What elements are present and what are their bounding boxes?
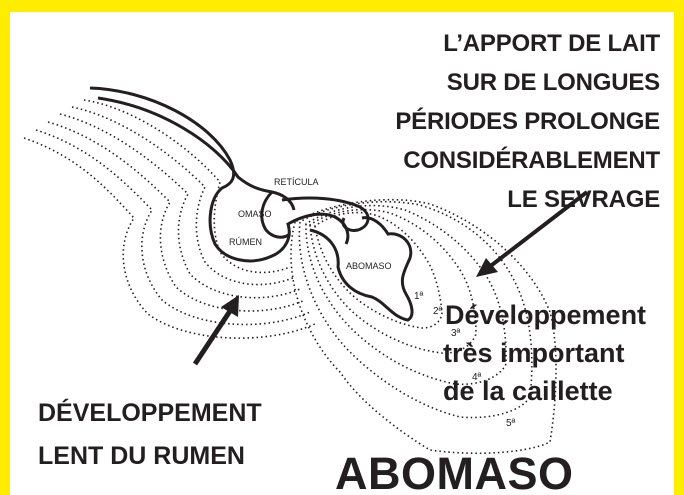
callout-abomasum-line: très important — [443, 338, 625, 368]
rumen-outline — [89, 86, 350, 263]
arrow-to-abomasum — [476, 190, 589, 277]
big-label: ABOMASO — [335, 448, 574, 495]
stage-label-5: 5ª — [506, 418, 516, 429]
headline-line: LE SEVRAGE — [507, 186, 660, 213]
callout-rumen-line: LENT DU RUMEN — [38, 442, 245, 470]
stage-label-2: 2ª — [433, 306, 443, 317]
stomach-diagram: RETÍCULA OMASO RÚMEN ABOMASO 1ª 2ª 3ª 4ª… — [23, 86, 589, 455]
omasum-outline — [260, 190, 291, 239]
growth-contour-3 — [305, 204, 507, 386]
growth-contour-1 — [314, 211, 443, 329]
headline-line: SUR DE LONGUES — [446, 69, 660, 96]
callout-abomasum-line: Développement — [445, 300, 647, 330]
stage-label-3: 3ª — [451, 328, 461, 339]
label-reticula: RETÍCULA — [274, 177, 319, 187]
callout-rumen-line: DÉVELOPPEMENT — [38, 399, 262, 427]
diagram-panel: RETÍCULA OMASO RÚMEN ABOMASO 1ª 2ª 3ª 4ª… — [10, 12, 674, 495]
label-rumen: RÚMEN — [229, 237, 262, 247]
label-omaso: OMASO — [238, 209, 272, 219]
headline-line: CONSIDÉRABLEMENT — [403, 147, 660, 174]
headline-line: L’APPORT DE LAIT — [443, 30, 660, 57]
label-abomaso-small: ABOMASO — [346, 261, 392, 271]
headline-line: PÉRIODES PROLONGE — [395, 108, 660, 135]
stage-label-1: 1ª — [414, 291, 424, 302]
growth-contours — [290, 198, 557, 455]
arrow-to-rumen — [192, 295, 239, 366]
headline: L’APPORT DE LAIT SUR DE LONGUES PÉRIODES… — [320, 24, 660, 219]
callout-abomasum: Développement très important de la caill… — [443, 296, 674, 410]
abomasum-outline — [309, 216, 414, 322]
rumen-inner — [97, 96, 296, 211]
callout-rumen: DÉVELOPPEMENT LENT DU RUMEN — [38, 392, 262, 478]
callout-abomasum-line: de la caillette — [443, 376, 613, 406]
growth-contour-2 — [309, 208, 477, 354]
rumen-contours — [23, 99, 316, 339]
stage-label-4: 4ª — [472, 372, 482, 383]
